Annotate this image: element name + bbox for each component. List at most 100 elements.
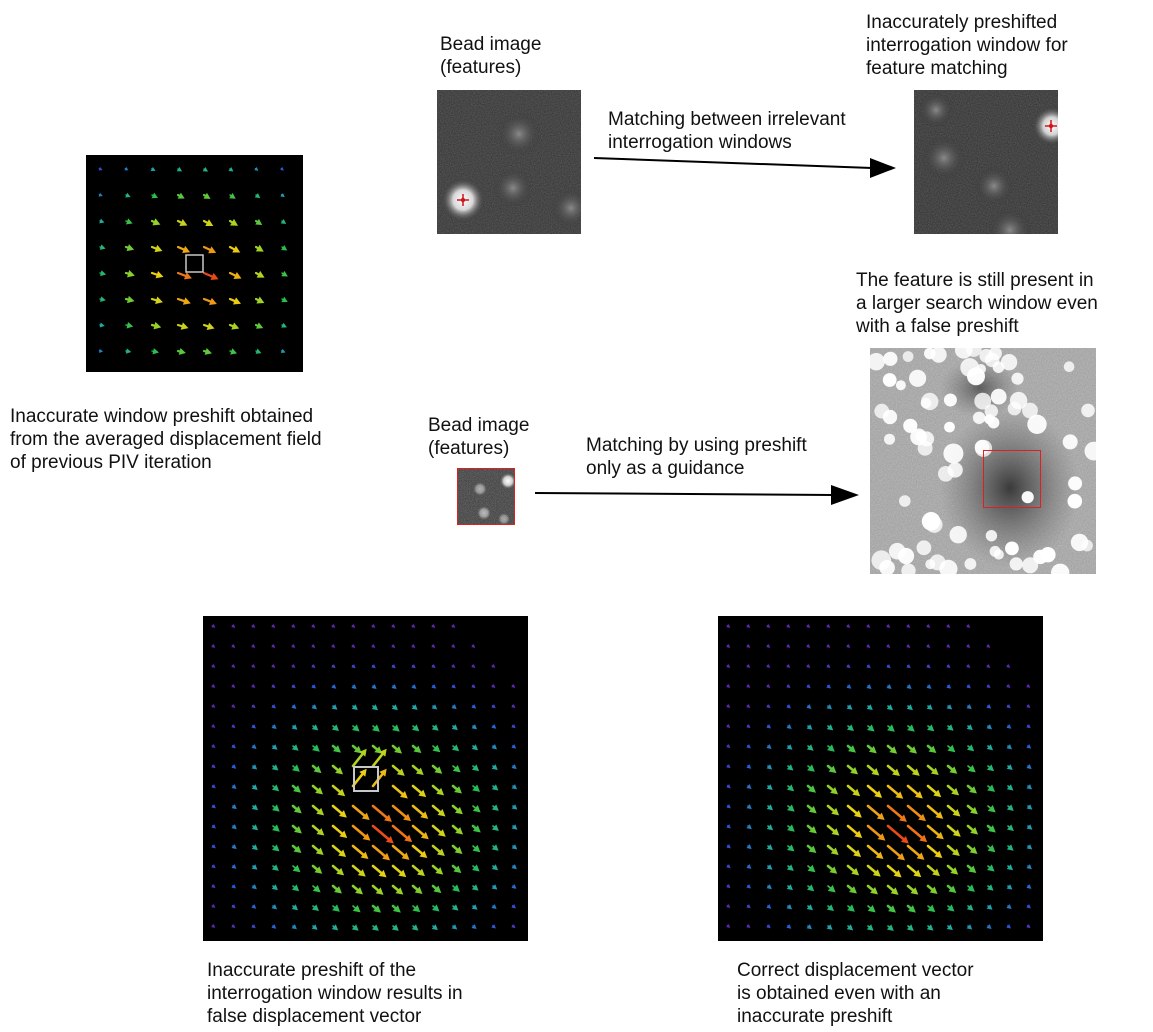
bead-blob [960, 358, 980, 377]
bead-blob [965, 348, 982, 357]
vector-arrow [280, 193, 285, 198]
matching-arrow-top [593, 157, 896, 178]
vector-arrow [471, 884, 479, 891]
vector-arrow [251, 824, 259, 831]
vector-arrow [946, 684, 952, 689]
vector-arrow [251, 804, 259, 811]
bead-blob [944, 421, 955, 433]
vector-arrow [746, 904, 751, 909]
vector-arrow [906, 644, 911, 648]
vector-arrow [251, 644, 256, 648]
vector-arrow [746, 724, 751, 729]
vector-arrow [251, 704, 256, 709]
vector-arrow [351, 884, 363, 895]
vector-arrow [471, 704, 477, 709]
bead-blob [1067, 493, 1083, 509]
vector-arrow [986, 744, 994, 751]
vector-arrow [231, 744, 236, 749]
vector-arrow [271, 704, 276, 709]
vector-arrow [371, 704, 378, 711]
vector-arrow [746, 924, 751, 929]
vector-arrow [412, 904, 421, 913]
vector-arrow [966, 784, 977, 794]
vector-arrow [906, 764, 920, 776]
vector-arrow [451, 824, 464, 835]
vector-arrow [471, 744, 479, 751]
vector-arrow [511, 764, 517, 770]
vector-arrow [1006, 704, 1011, 709]
vector-arrow [331, 804, 347, 818]
vector-arrow [491, 904, 497, 910]
vector-arrow [886, 684, 892, 690]
vector-arrow [351, 924, 359, 931]
vector-arrow [511, 684, 516, 688]
vector-arrow [746, 844, 752, 850]
vector-arrow [411, 644, 416, 648]
vector-arrow [281, 244, 288, 251]
vector-arrow [231, 684, 236, 688]
vector-arrow [1006, 884, 1013, 890]
vector-arrow [511, 744, 517, 749]
vector-arrow [332, 904, 340, 912]
label-line: The feature is still present in [856, 270, 1094, 291]
vector-arrow [926, 704, 933, 710]
vector-field-left [203, 616, 528, 941]
vector-arrow [311, 784, 323, 795]
vector-arrow [786, 684, 791, 689]
vector-arrow [150, 166, 156, 171]
caption-right: Correct displacement vector is obtained … [737, 959, 974, 1028]
vector-arrow [907, 724, 915, 732]
vector-arrow [291, 704, 297, 709]
vector-arrow [906, 744, 918, 754]
vector-arrow [391, 664, 396, 669]
vector-arrow [847, 904, 855, 912]
vector-arrow [254, 270, 265, 278]
vector-arrow [766, 844, 773, 851]
vector-arrow [846, 664, 851, 669]
vector-arrow [1006, 684, 1011, 688]
vector-arrow [726, 864, 731, 869]
vector-arrow [946, 724, 954, 731]
vector-arrow [726, 844, 731, 849]
vector-arrow [846, 644, 851, 648]
highlight-window-box [185, 254, 204, 273]
bead-blob [1068, 476, 1083, 491]
vector-arrow [351, 768, 367, 788]
vector-arrow [125, 348, 132, 354]
vector-arrow [211, 844, 216, 849]
vector-arrow [451, 924, 458, 930]
vector-arrow [231, 704, 236, 708]
vector-arrow [231, 864, 237, 869]
matching-irrelevant-label: Matching between irrelevant interrogatio… [608, 108, 846, 154]
vector-arrow [251, 664, 256, 668]
vector-arrow [271, 664, 276, 668]
bead-blob [1021, 491, 1034, 504]
vector-arrow [806, 644, 811, 648]
vector-arrow [491, 744, 497, 750]
vector-arrow [391, 644, 396, 648]
vector-arrow [866, 624, 871, 628]
vector-arrow [150, 270, 164, 279]
vector-arrow [491, 864, 499, 871]
vector-arrow [99, 270, 107, 277]
vector-arrow [471, 684, 476, 689]
vector-arrow [452, 764, 461, 773]
vector-arrow [331, 784, 346, 797]
vector-arrow [391, 624, 396, 628]
bead-blob [990, 388, 1007, 405]
vector-arrow [352, 904, 361, 913]
vector-arrow [726, 824, 731, 829]
vector-arrow [786, 864, 794, 871]
vector-arrow [291, 804, 302, 814]
vector-arrow [866, 784, 883, 798]
vector-arrow [827, 884, 836, 893]
search-region-box [983, 450, 1041, 508]
bead-blob [1011, 372, 1024, 385]
vector-arrow [806, 924, 812, 930]
vector-arrow [726, 784, 731, 789]
vector-arrow [280, 219, 287, 224]
vector-arrow [231, 924, 236, 929]
vector-arrow [967, 764, 976, 773]
vector-arrow [766, 664, 771, 668]
vector-arrow [271, 864, 279, 871]
